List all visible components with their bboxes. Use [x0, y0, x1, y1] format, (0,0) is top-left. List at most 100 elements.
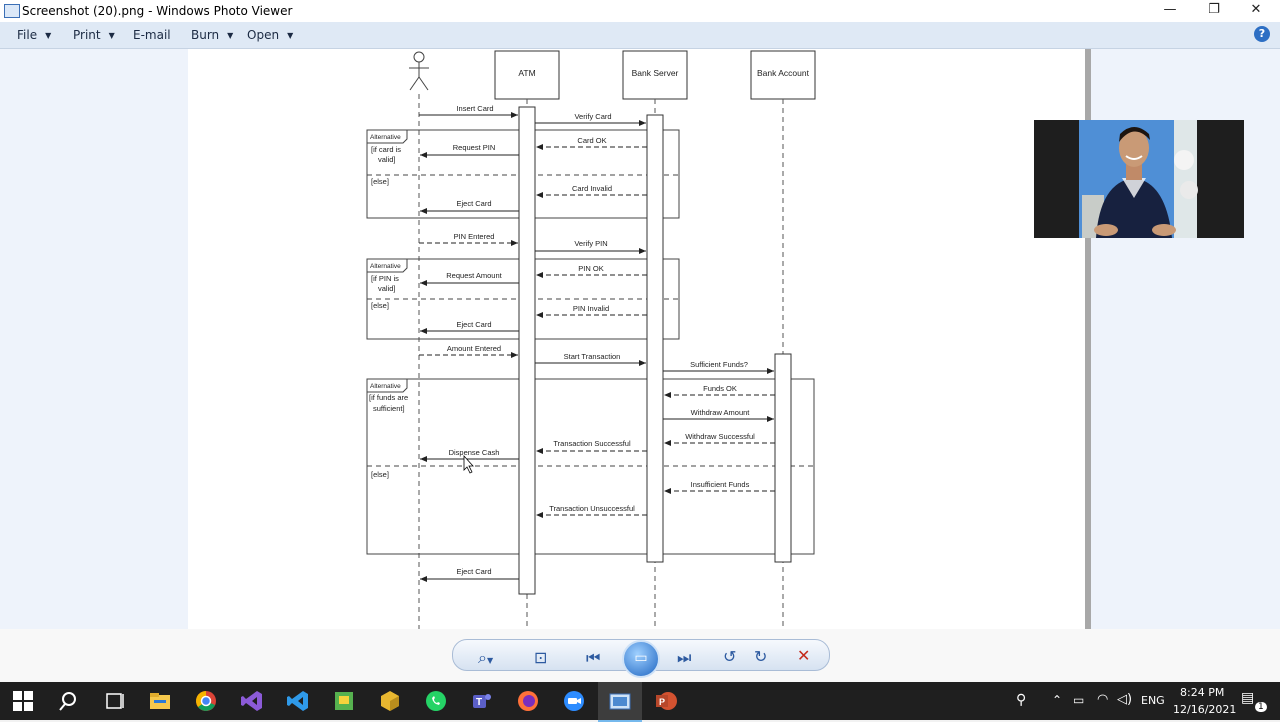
msg-amount-entered: Amount Entered — [447, 344, 501, 353]
clock-time[interactable]: 8:24 PM — [1180, 686, 1225, 699]
powerpoint-icon[interactable]: P — [654, 689, 678, 713]
msg-insert-card: Insert Card — [456, 104, 493, 113]
atm-activation-bar — [518, 106, 536, 595]
slideshow-icon[interactable]: ▭ — [622, 640, 660, 678]
guard-card-line2: valid] — [378, 155, 396, 164]
menu-print-label: Print — [73, 28, 101, 42]
menu-email[interactable]: E-mail — [133, 28, 171, 42]
zoom-app-icon[interactable] — [562, 689, 586, 713]
menu-burn[interactable]: Burn ▼ — [191, 28, 233, 42]
msg-pin-invalid: PIN Invalid — [573, 304, 609, 313]
menu-email-label: E-mail — [133, 28, 171, 42]
close-window-button[interactable]: ✕ — [1250, 2, 1262, 17]
bank-server-activation-bar — [646, 114, 664, 563]
msg-dispense-cash: Dispense Cash — [449, 448, 500, 457]
viewer-controls: ⌕▼ ⊡ ⏮ ▭ ⏭ ↺ ↻ ✕ — [0, 629, 1280, 682]
bank-server-label: Bank Server — [632, 68, 679, 78]
msg-funds-ok: Funds OK — [703, 384, 737, 393]
webcam-overlay — [1034, 120, 1244, 238]
taskbar: T P ⚲ ⌃ ▭ ◠ ◁) ENG 8:24 PM 12/16/2021 ▤ … — [0, 682, 1280, 722]
restore-button[interactable]: ❐ — [1208, 2, 1220, 17]
webcam-person-image — [1079, 120, 1198, 238]
menu-open-label: Open — [247, 28, 280, 42]
actor-user — [409, 51, 429, 91]
task-view-icon[interactable] — [103, 689, 127, 713]
alt-label-2: Alternative — [370, 263, 401, 270]
menu-print[interactable]: Print ▼ — [73, 28, 115, 42]
msg-eject-card-3: Eject Card — [456, 567, 491, 576]
whatsapp-icon[interactable] — [424, 689, 448, 713]
chrome-icon[interactable] — [194, 689, 218, 713]
msg-card-invalid: Card Invalid — [572, 184, 612, 193]
msg-pin-ok: PIN OK — [578, 264, 603, 273]
msg-eject-card-2: Eject Card — [456, 320, 491, 329]
sticky-notes-icon[interactable] — [332, 689, 356, 713]
alt-tag-3 — [367, 378, 408, 393]
visual-studio-icon[interactable] — [240, 689, 264, 713]
help-icon[interactable]: ? — [1254, 26, 1270, 42]
taskbar-photo-viewer-active[interactable] — [598, 682, 642, 722]
delete-icon[interactable]: ✕ — [797, 646, 811, 665]
alt-label-3: Alternative — [370, 383, 401, 390]
bank-account-label: Bank Account — [757, 68, 810, 78]
next-icon[interactable]: ⏭ — [677, 648, 692, 667]
chevron-down-icon: ▼ — [227, 31, 234, 40]
guard-funds-line1: [if funds are — [369, 393, 408, 402]
msg-sufficient-funds: Sufficient Funds? — [690, 360, 748, 369]
chevron-up-icon[interactable]: ⌃ — [1052, 693, 1063, 707]
window-title: Screenshot (20).png - Windows Photo View… — [22, 4, 293, 18]
menu-bar: File▼ Print ▼ E-mail Burn ▼ Open ▼ ? — [0, 22, 1280, 49]
else-card: [else] — [371, 177, 389, 186]
msg-pin-entered: PIN Entered — [454, 232, 495, 241]
bank-account-activation-bar — [774, 353, 792, 563]
app-cube-icon[interactable] — [378, 689, 402, 713]
svg-text:T: T — [476, 697, 482, 708]
msg-request-amount: Request Amount — [446, 271, 502, 280]
msg-transaction-successful: Transaction Successful — [553, 439, 631, 448]
vscode-icon[interactable] — [286, 689, 310, 713]
guard-funds-line2: sufficient] — [373, 404, 405, 413]
msg-insufficient-funds: Insufficient Funds — [691, 480, 750, 489]
menu-burn-label: Burn — [191, 28, 220, 42]
rotate-clockwise-icon[interactable]: ↻ — [754, 647, 768, 666]
guard-pin-line1: [if PIN is — [371, 274, 399, 283]
battery-icon[interactable]: ▭ — [1073, 693, 1085, 707]
alt-tag-2 — [367, 258, 408, 273]
else-pin: [else] — [371, 301, 389, 310]
volume-icon[interactable]: ◁) — [1117, 692, 1133, 707]
notification-count: 1 — [1255, 702, 1267, 712]
rotate-counterclockwise-icon[interactable]: ↺ — [723, 647, 737, 666]
clock-date[interactable]: 12/16/2021 — [1173, 703, 1237, 716]
msg-eject-card-1: Eject Card — [456, 199, 491, 208]
atm-lifeline-box — [494, 50, 560, 100]
file-explorer-icon[interactable] — [148, 689, 172, 713]
image-edge — [1085, 49, 1091, 629]
windows-start-icon[interactable] — [13, 691, 33, 711]
alt-label-1: Alternative — [370, 134, 401, 141]
atm-label: ATM — [518, 68, 535, 78]
msg-start-transaction: Start Transaction — [564, 352, 621, 361]
menu-open[interactable]: Open ▼ — [247, 28, 293, 42]
zoom-icon[interactable]: ⌕▼ — [478, 648, 494, 667]
guard-pin-line2: valid] — [378, 284, 396, 293]
teams-icon[interactable]: T — [470, 689, 494, 713]
title-bar: Screenshot (20).png - Windows Photo View… — [0, 0, 1280, 22]
photo-viewer-icon — [4, 4, 20, 18]
notifications-icon[interactable]: ▤ — [1241, 690, 1255, 706]
minimize-button[interactable]: — — [1163, 2, 1177, 17]
menu-file[interactable]: File▼ — [17, 28, 51, 42]
svg-text:P: P — [659, 697, 665, 707]
people-icon[interactable]: ⚲ — [1016, 692, 1027, 708]
firefox-icon[interactable] — [516, 689, 540, 713]
previous-icon[interactable]: ⏮ — [586, 648, 601, 667]
msg-verify-pin: Verify PIN — [574, 239, 607, 248]
language-indicator[interactable]: ENG — [1141, 694, 1165, 707]
wifi-icon[interactable]: ◠ — [1097, 692, 1109, 707]
guard-card-line1: [if card is — [371, 145, 401, 154]
chevron-down-icon: ▼ — [108, 31, 115, 40]
bank-server-lifeline-box — [622, 50, 688, 100]
actual-size-icon[interactable]: ⊡ — [534, 648, 548, 667]
chevron-down-icon: ▼ — [287, 31, 294, 40]
search-icon[interactable] — [58, 689, 82, 713]
